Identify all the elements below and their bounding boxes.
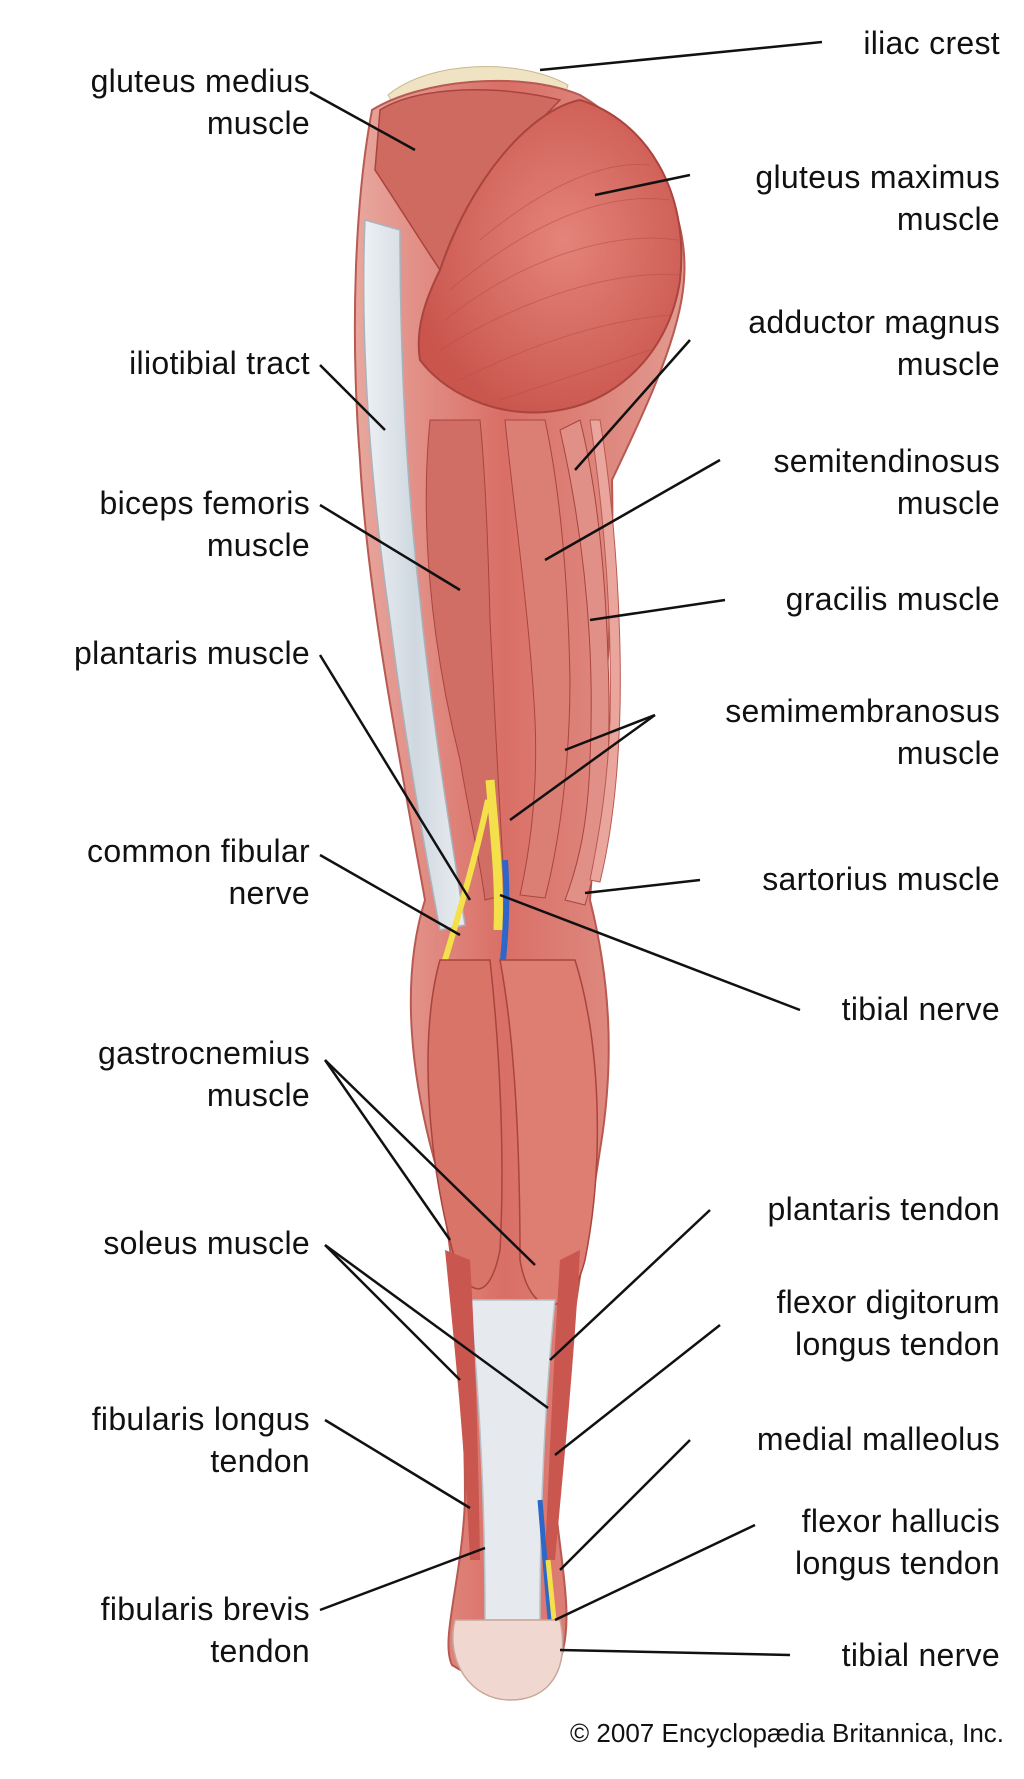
heel-shape	[452, 1619, 564, 1701]
tibial-nerve-shape	[485, 779, 503, 931]
semimembranosus-shape	[559, 419, 610, 906]
label-gracilis: gracilis muscle	[785, 581, 1000, 617]
soleus-lateral-shape	[445, 1250, 480, 1560]
label-iliotibial-tract: iliotibial tract	[129, 345, 310, 381]
gluteus-fibers	[439, 163, 681, 401]
leader-lines	[309, 40, 823, 1657]
copyright-credit: © 2007 Encyclopædia Britannica, Inc.	[570, 1718, 1004, 1748]
soleus-medial-shape	[545, 1250, 580, 1560]
label-soleus: soleus muscle	[103, 1225, 310, 1261]
common-fibular-nerve-shape	[442, 799, 491, 961]
label-plantaris-tendon: plantaris tendon	[767, 1191, 1000, 1227]
label-tibial-nerve-upper: tibial nerve	[841, 991, 1000, 1027]
iliotibial-tract-shape	[362, 219, 466, 931]
popliteal-vessel-shape	[500, 859, 510, 961]
label-medial-malleolus: medial malleolus	[756, 1421, 1000, 1457]
gracilis-shape	[589, 419, 621, 883]
label-tibial-nerve-lower: tibial nerve	[841, 1637, 1000, 1673]
label-iliac-crest: iliac crest	[863, 25, 1000, 61]
semitendinosus-shape	[504, 419, 571, 899]
gluteus-maximus-shape	[417, 98, 683, 414]
label-plantaris-muscle: plantaris muscle	[73, 635, 310, 671]
gastrocnemius-lateral-head	[427, 959, 503, 1290]
label-sartorius: sartorius muscle	[762, 861, 1000, 897]
